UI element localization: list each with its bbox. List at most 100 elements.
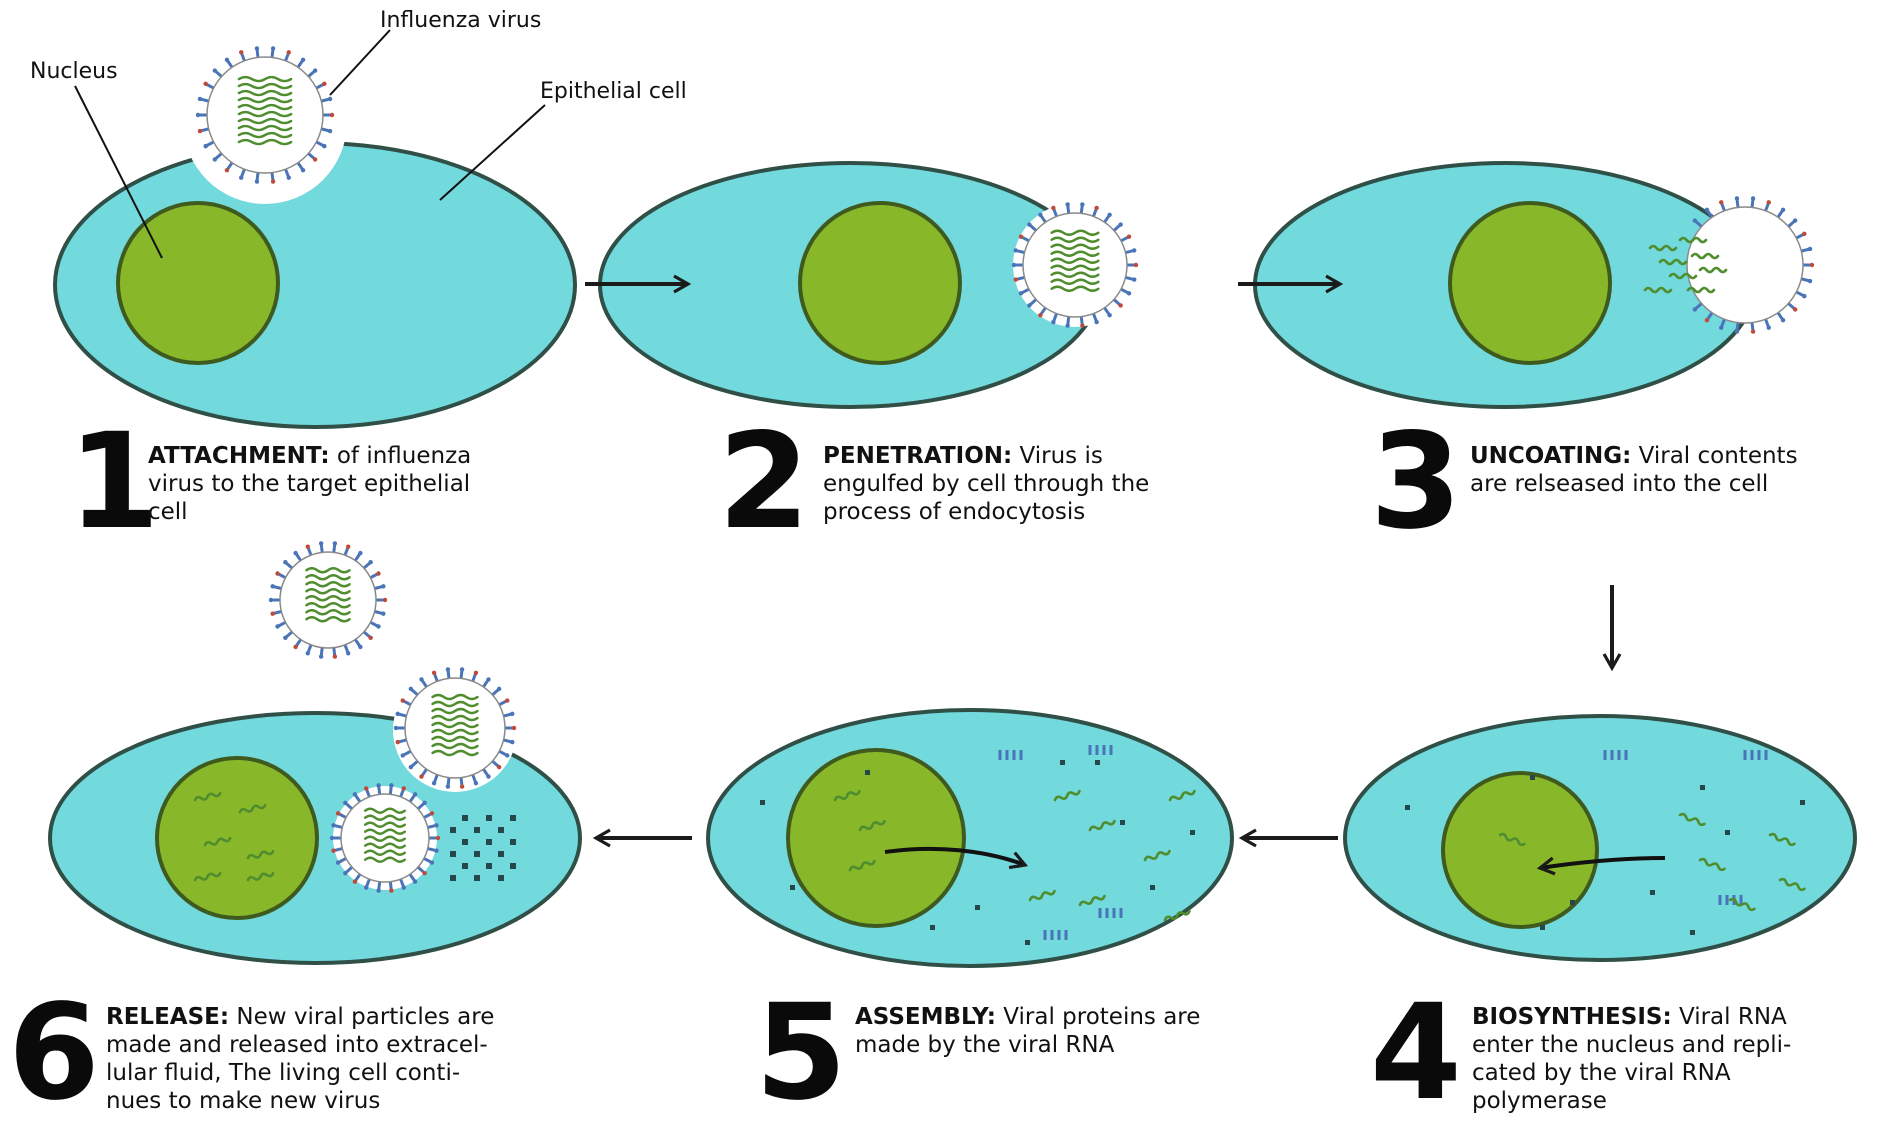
- spike-tip: [1065, 323, 1070, 328]
- spike-tip: [400, 753, 405, 758]
- spike-tip: [1027, 222, 1032, 227]
- spike-tip: [283, 560, 288, 565]
- spike-tip: [459, 667, 465, 672]
- virus-icon: [268, 541, 388, 659]
- rna-strand: [858, 819, 886, 832]
- cell-stage-5: [706, 708, 1234, 968]
- protein-dot: [1690, 930, 1695, 935]
- spike-tip: [1107, 313, 1112, 318]
- rna-to-protein-arrow: [884, 846, 1029, 870]
- rna-strand: [193, 791, 222, 802]
- spike-tip: [312, 68, 318, 73]
- spike-tip: [395, 739, 400, 745]
- protein-dot: [1700, 785, 1705, 790]
- rna-strand: [364, 821, 407, 828]
- envelope: [1022, 212, 1128, 318]
- spike-tip: [343, 870, 348, 876]
- spike-tip: [486, 774, 491, 779]
- rna-strand: [305, 609, 351, 616]
- spike-tip: [332, 541, 338, 546]
- nucleus: [155, 756, 319, 920]
- rna-strand: [1768, 832, 1796, 847]
- rna-strand: [237, 138, 293, 146]
- spike-tip: [445, 784, 451, 789]
- spike-tip: [1692, 218, 1698, 223]
- rna-strand: [305, 602, 351, 609]
- spike-tip: [331, 848, 336, 853]
- step-description: PENETRATION: Virus is engulfed by cell t…: [823, 443, 1157, 525]
- spike-tip: [239, 175, 244, 180]
- rna-strand: [364, 807, 407, 814]
- rna-strand: [1728, 897, 1756, 912]
- rna-strand: [1028, 889, 1056, 902]
- spike-tip: [1807, 246, 1813, 252]
- protein-dot: [462, 863, 468, 869]
- spike-tip: [434, 823, 439, 828]
- spike-tip: [327, 128, 333, 134]
- spike-tip: [376, 783, 381, 788]
- protein-dot: [1150, 885, 1155, 890]
- spike-tip: [1719, 325, 1724, 330]
- step-number: 4: [1370, 976, 1462, 1121]
- cell-leader: [439, 104, 546, 201]
- spike-tip: [293, 550, 298, 556]
- spike-tip: [1013, 277, 1018, 282]
- protein-dot: [498, 827, 504, 833]
- rna-strand: [305, 616, 351, 623]
- spike-tip: [239, 50, 244, 55]
- rna-strand: [431, 721, 479, 729]
- virus-icon: [393, 667, 517, 789]
- cell-stage-2: [598, 161, 1102, 409]
- step-number: 5: [755, 976, 847, 1121]
- cell-label: Epithelial cell: [540, 79, 687, 104]
- spike-tip: [197, 128, 203, 134]
- spike-tip: [408, 764, 414, 770]
- spike-tip: [300, 167, 306, 173]
- protein-dot: [450, 827, 456, 833]
- step-2: 2 PENETRATION: Virus is engulfed by cell…: [718, 405, 1157, 559]
- rna-strand: [237, 110, 293, 118]
- spike-tip: [329, 835, 335, 841]
- rna-strand: [431, 693, 479, 701]
- spike-tip: [332, 654, 338, 659]
- virus-particles: [183, 40, 1815, 940]
- spike-tip: [346, 651, 351, 656]
- spike-tip: [1809, 262, 1815, 268]
- spike-tip: [429, 860, 435, 865]
- spike-tip: [364, 885, 369, 890]
- protein-dot: [865, 770, 870, 775]
- step-description: RELEASE: New viral particles are made an…: [106, 1004, 502, 1114]
- step-3: 3 UNCOATING: Viral contents are relsease…: [1370, 405, 1798, 559]
- spike-tip: [445, 667, 451, 672]
- rna-strand: [1050, 278, 1100, 285]
- spike-tip: [401, 885, 406, 890]
- step-number: 2: [718, 405, 810, 559]
- spike-tip: [335, 811, 341, 816]
- spike-tip: [197, 96, 203, 102]
- rna-strand: [1686, 286, 1716, 294]
- nucleus: [786, 748, 966, 928]
- spike-tip: [1780, 317, 1786, 323]
- rna-into-nucleus-arrow: [1536, 856, 1666, 876]
- rna-strand: [1143, 849, 1171, 862]
- rna-fragments: [193, 236, 1806, 922]
- envelope: [1686, 206, 1804, 324]
- spike-tip: [395, 711, 400, 717]
- spike-tip: [473, 780, 479, 786]
- spike-tip: [1126, 291, 1132, 296]
- virus-icon: [195, 46, 335, 184]
- spike-tip: [346, 544, 351, 549]
- spike-tip: [286, 175, 291, 180]
- rna-strand: [246, 871, 275, 882]
- rna-strand: [1088, 819, 1116, 832]
- protein-dot: [975, 905, 980, 910]
- rna-strand: [364, 849, 407, 856]
- spike-tip: [305, 651, 310, 656]
- rna-strand: [364, 828, 407, 835]
- spike-tip: [270, 584, 275, 589]
- virus-icon: [1686, 196, 1815, 334]
- spike-tip: [505, 698, 510, 703]
- spike-tip: [419, 774, 424, 779]
- spike-tip: [1704, 207, 1710, 213]
- spike-tip: [473, 670, 479, 676]
